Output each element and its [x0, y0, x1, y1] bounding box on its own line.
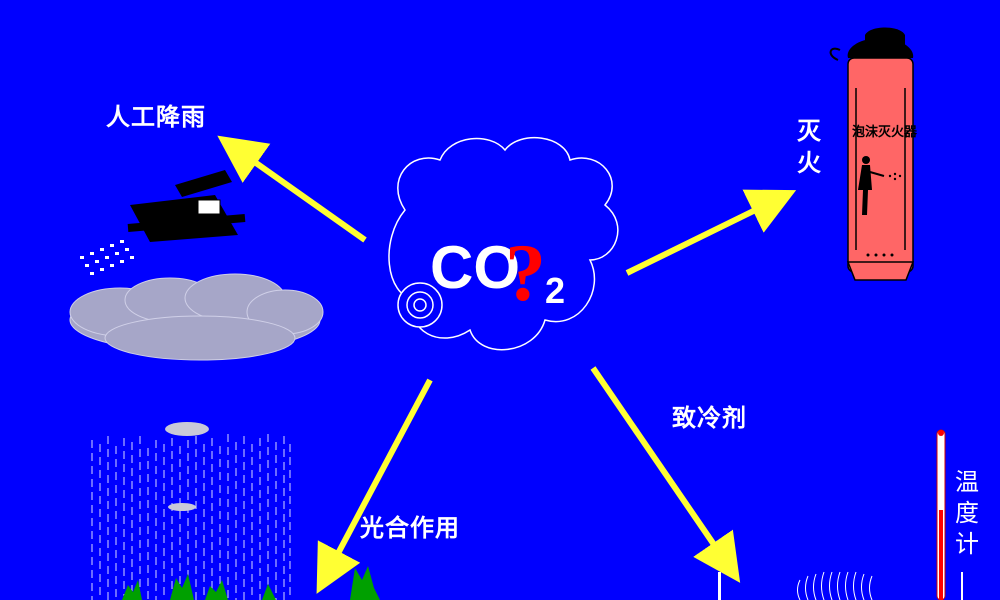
- extinguisher-label: 泡沫灭火器: [852, 124, 918, 140]
- rain-streaks: [91, 434, 291, 600]
- label-photosynthesis: 光合作用: [360, 514, 460, 542]
- vapor-icon: [797, 571, 873, 600]
- question-mark-icon: ?: [505, 227, 546, 318]
- rain-puddle-icon: [165, 422, 209, 436]
- thermometer-icon: [936, 429, 963, 600]
- co2-thought-cloud: [388, 136, 619, 351]
- arrow-to-photosynthesis: [316, 378, 433, 594]
- label-fire-fighting: 灭火: [797, 117, 821, 177]
- label-artificial-rain: 人工降雨: [106, 103, 206, 131]
- rain-puddle-icon: [168, 503, 196, 511]
- airplane-icon: [80, 170, 246, 275]
- rain-cloud-icon: [69, 273, 324, 361]
- plant-icon: [122, 566, 380, 600]
- co2-subscript: 2: [545, 270, 565, 311]
- label-thermometer: 温度计: [955, 468, 979, 558]
- arrow-to-artificial-rain: [217, 135, 367, 243]
- label-refrigerant: 致冷剂: [672, 404, 747, 432]
- beaker-icon: [718, 572, 721, 600]
- arrow-to-fire-fighting: [625, 189, 797, 276]
- fire-extinguisher-icon: 泡沫灭火器: [829, 27, 918, 281]
- arrow-to-refrigerant: [590, 366, 741, 583]
- co2-formula: CO: [430, 234, 520, 301]
